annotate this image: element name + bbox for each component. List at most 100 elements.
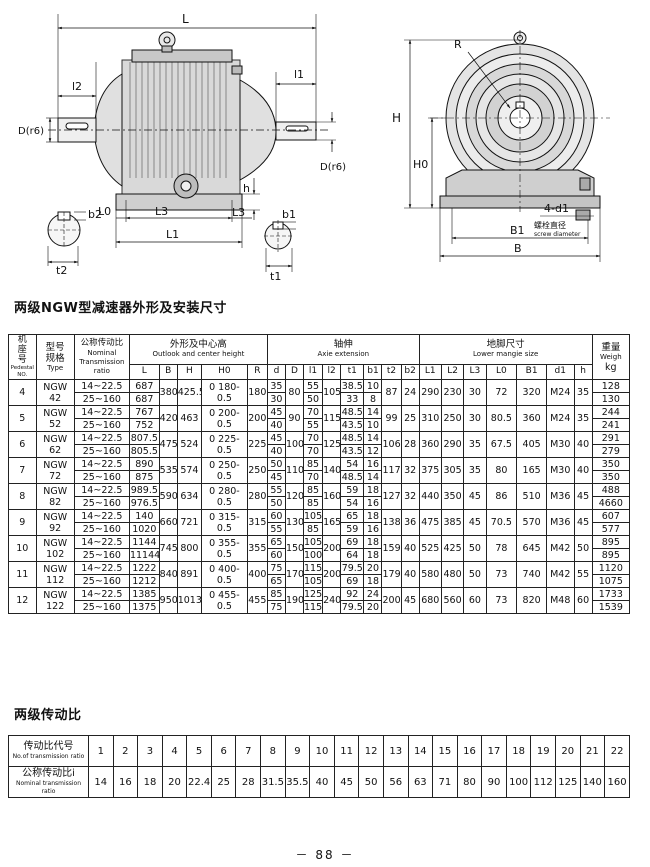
column-header: t2 bbox=[381, 363, 402, 381]
table-cell: 305 bbox=[440, 457, 465, 484]
table-cell: 45 bbox=[266, 405, 286, 419]
table-cell: 1020 bbox=[128, 522, 160, 536]
table-cell: 455 bbox=[246, 587, 268, 614]
table-cell: 35 bbox=[266, 379, 286, 393]
table-cell: 25~160 bbox=[73, 496, 130, 510]
table-cell: 875 bbox=[128, 470, 160, 484]
table-cell: 150 bbox=[284, 535, 304, 562]
table-cell: NGW 102 bbox=[35, 535, 75, 562]
header-type-en: Type bbox=[47, 363, 64, 372]
table-cell: 85 bbox=[266, 587, 286, 601]
table-cell: 25~160 bbox=[73, 418, 130, 432]
ratio-code-cell: 5 bbox=[186, 735, 212, 767]
table-cell: 1539 bbox=[591, 600, 631, 614]
column-header: H bbox=[176, 363, 203, 381]
table-cell: 890 bbox=[128, 457, 160, 471]
table-cell: 69 bbox=[340, 574, 365, 588]
table-cell: 244 bbox=[591, 405, 631, 419]
table-cell: 18 bbox=[363, 574, 383, 588]
table-cell: 35 bbox=[463, 457, 487, 484]
ratio-value-cell: 20 bbox=[161, 766, 188, 798]
table-cell: 25~160 bbox=[73, 470, 130, 484]
table-cell: 14~22.5 bbox=[73, 561, 130, 575]
table-cell: 50 bbox=[573, 535, 593, 562]
table-cell: 70 bbox=[302, 444, 324, 458]
column-header: L3 bbox=[463, 363, 487, 381]
table-cell: 976.5 bbox=[128, 496, 160, 510]
table-cell: 4 bbox=[8, 379, 37, 406]
table-cell: 200 bbox=[246, 405, 268, 432]
column-header: H0 bbox=[201, 363, 248, 381]
table-cell: 14~22.5 bbox=[73, 587, 130, 601]
table-cell: 45 bbox=[266, 431, 286, 445]
ratio-code-cell: 20 bbox=[554, 735, 581, 767]
table-cell: 12 bbox=[8, 587, 37, 614]
table-cell: 115 bbox=[302, 561, 324, 575]
table-cell: 45 bbox=[266, 470, 286, 484]
column-header: h bbox=[573, 363, 593, 381]
table-cell: 79.5 bbox=[340, 600, 365, 614]
ratio-code-cell: 4 bbox=[161, 735, 188, 767]
table-cell: NGW 92 bbox=[35, 509, 75, 536]
ratio-value-cell: 90 bbox=[481, 766, 507, 798]
table-cell: 190 bbox=[284, 587, 304, 614]
ratio-code-label: 传动比代号 No.of transmission ratio bbox=[8, 735, 89, 767]
column-header: R bbox=[246, 363, 268, 381]
dimension-spec-table: 机座号 Pedestal NO. 型号规格 Type 公称传动比 Nominal… bbox=[8, 334, 631, 614]
table-cell: 125 bbox=[302, 587, 324, 601]
table-cell: 420 bbox=[158, 405, 178, 432]
table-cell: 105 bbox=[302, 535, 324, 549]
table-cell: 85 bbox=[302, 457, 324, 471]
header-axle-cn: 轴伸 bbox=[333, 339, 353, 351]
label-R: R bbox=[454, 38, 462, 51]
table-cell: 18 bbox=[363, 548, 383, 562]
table-cell: 35 bbox=[573, 379, 593, 406]
table-cell: 50 bbox=[302, 392, 324, 406]
ratio-value-label-en: Nominal transmission ratio bbox=[15, 780, 82, 795]
ratio-code-label-cn: 传动比代号 bbox=[23, 741, 74, 752]
table-cell: 11 bbox=[8, 561, 37, 588]
column-header: t1 bbox=[340, 363, 365, 381]
table-cell: 240 bbox=[322, 587, 342, 614]
header-type: 型号规格 Type bbox=[35, 334, 75, 380]
column-header: l1 bbox=[302, 363, 324, 381]
ratio-value-cell: 14 bbox=[88, 766, 114, 798]
ratio-value-cell: 28 bbox=[235, 766, 262, 798]
table-cell: 55 bbox=[302, 379, 324, 393]
table-cell: 48.5 bbox=[340, 431, 365, 445]
header-weight-cn: 重量 bbox=[601, 341, 621, 353]
table-cell: 36 bbox=[400, 509, 420, 536]
label-H0: H0 bbox=[413, 158, 428, 171]
ratio-code-cell: 13 bbox=[382, 735, 409, 767]
table-cell: 73 bbox=[485, 561, 518, 588]
table-cell: 38.5 bbox=[340, 379, 365, 393]
table-cell: 580 bbox=[418, 561, 442, 588]
label-b2: b2 bbox=[88, 208, 102, 221]
header-seat-cn: 机座号 bbox=[17, 335, 27, 366]
table-cell: 200 bbox=[322, 535, 342, 562]
table-cell: 67.5 bbox=[485, 431, 518, 458]
table-cell: 55 bbox=[266, 522, 286, 536]
column-header: D bbox=[284, 363, 304, 381]
table-cell: 634 bbox=[176, 483, 203, 510]
table-cell: 54 bbox=[340, 496, 365, 510]
table-cell: 230 bbox=[440, 379, 465, 406]
table-cell: 570 bbox=[516, 509, 547, 536]
table-cell: 14~22.5 bbox=[73, 483, 130, 497]
ratio-code-cell: 2 bbox=[112, 735, 139, 767]
table-cell: 525 bbox=[418, 535, 442, 562]
table-cell: 10 bbox=[8, 535, 37, 562]
table-cell: 355 bbox=[246, 535, 268, 562]
table-cell: 745 bbox=[158, 535, 178, 562]
table-cell: 40 bbox=[573, 457, 593, 484]
ratio-value-cell: 140 bbox=[579, 766, 606, 798]
ratio-value-cell: 112 bbox=[530, 766, 556, 798]
ratio-value-cell: 80 bbox=[456, 766, 483, 798]
table-cell: 179 bbox=[381, 561, 402, 588]
table-cell: 405 bbox=[516, 431, 547, 458]
